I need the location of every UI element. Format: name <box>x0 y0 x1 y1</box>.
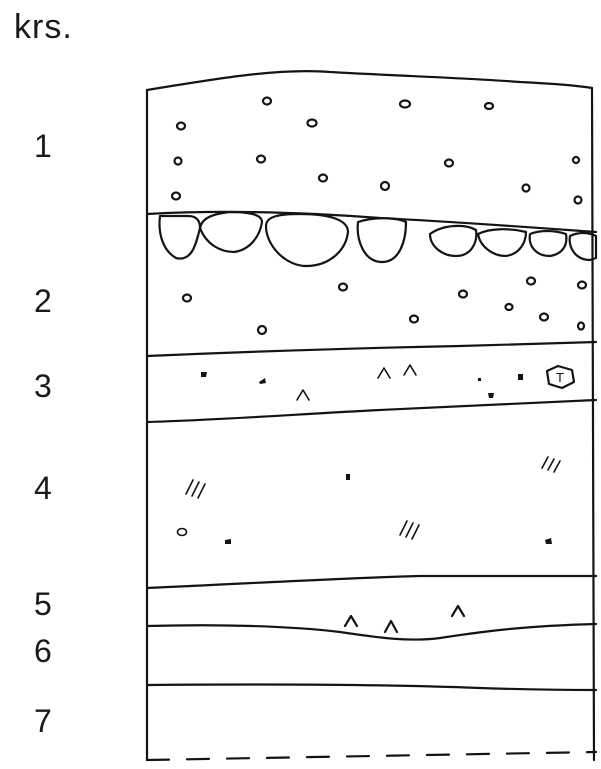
boulder <box>530 231 567 256</box>
boundary-6-7 <box>147 684 596 690</box>
inclusions-layer-4 <box>178 457 561 544</box>
boulder <box>358 218 406 262</box>
section-right-edge <box>592 88 594 760</box>
inclusions-layer-5 <box>345 606 464 632</box>
boulder <box>200 212 262 252</box>
boulder <box>160 216 200 259</box>
boulder <box>266 214 348 266</box>
boulder <box>430 226 476 256</box>
boundary-5-6 <box>147 624 596 640</box>
tile-mark-text: T <box>556 370 564 385</box>
boundary-2-3 <box>147 342 596 356</box>
inclusions-layer-3: T <box>201 365 574 400</box>
top-surface <box>147 71 592 90</box>
boundary-4-5 <box>147 576 596 588</box>
pebbles-layer-1 <box>172 98 582 204</box>
dashed-base-line <box>147 752 596 760</box>
boulder <box>478 229 526 256</box>
pebbles-layer-2 <box>183 278 586 335</box>
boundary-3-4 <box>147 400 596 422</box>
